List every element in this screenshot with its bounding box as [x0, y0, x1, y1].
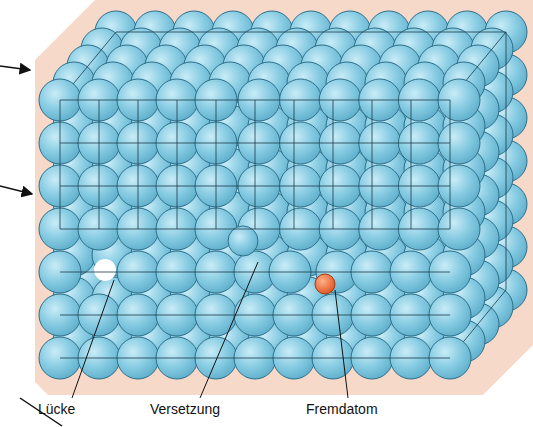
foreign-atom-label: Fremdatom	[306, 401, 378, 417]
pointer-arrow	[0, 186, 32, 194]
lattice-line	[216, 100, 217, 229]
dislocation-label: Versetzung	[150, 401, 220, 417]
lattice-line	[60, 100, 61, 229]
lattice-line	[372, 100, 373, 229]
lattice-line	[450, 100, 451, 229]
lattice-line	[333, 100, 334, 229]
lattice-line	[60, 315, 450, 316]
lattice-line	[138, 100, 139, 229]
vacancy	[94, 259, 116, 281]
lattice-line	[411, 100, 412, 229]
lattice-line	[99, 100, 100, 229]
lattice-line	[506, 32, 507, 290]
lattice-line	[294, 100, 295, 229]
leader-line	[200, 262, 258, 398]
lattice-line	[116, 32, 506, 33]
leader-line	[72, 280, 114, 398]
dislocation-atom	[228, 226, 258, 256]
vacancy-label: Lücke	[38, 401, 75, 417]
pointer-arrow	[0, 66, 30, 70]
leader-line	[335, 290, 348, 398]
lattice-line	[255, 100, 256, 229]
lattice-line	[177, 100, 178, 229]
lattice-line	[60, 272, 450, 273]
atom-layers	[39, 11, 527, 379]
foreign-atom	[315, 274, 335, 294]
background-panel	[35, 0, 533, 395]
lattice-line	[60, 358, 450, 359]
